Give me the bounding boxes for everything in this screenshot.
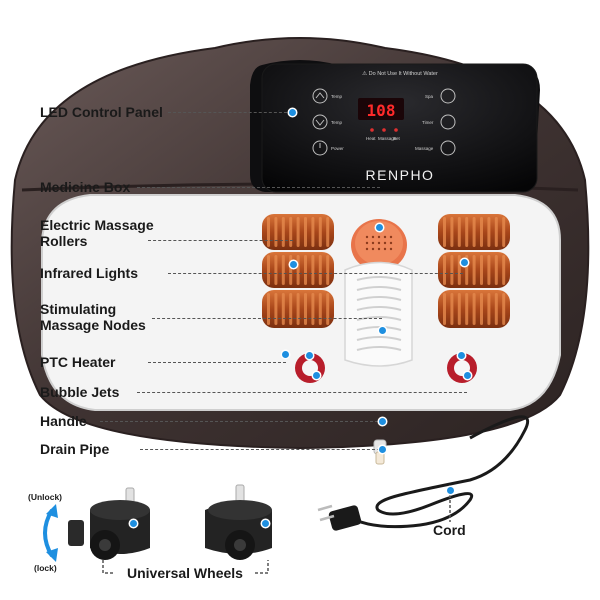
spa-button-label: Spa: [425, 94, 434, 99]
indicator-massage: Massage: [378, 136, 397, 141]
leader-led-panel: [168, 112, 292, 113]
label-ptc-heater: PTC Heater: [40, 354, 116, 370]
dot-ptc-left: [306, 352, 313, 359]
power-button-label: Power: [331, 146, 344, 151]
massage-roller: [262, 290, 334, 328]
power-cord: [354, 415, 530, 529]
dot-ptc: [282, 351, 289, 358]
dot-infrared: [461, 259, 468, 266]
timer-button-label: Timer: [422, 120, 434, 125]
label-electric-massage-rollers: Electric Massage Rollers: [40, 217, 154, 249]
label-cord: Cord: [433, 522, 466, 538]
leader-nodes: [152, 318, 382, 319]
indicator-heat: Heat: [366, 136, 376, 141]
medicine-box-holes: [365, 235, 393, 251]
dot-wheel-right: [262, 520, 269, 527]
leader-drain: [140, 449, 380, 450]
indicator-set: Set: [393, 136, 401, 141]
dot-bubble-right: [464, 372, 471, 379]
label-lock: (lock): [34, 563, 57, 573]
brand-logo: RENPHO: [366, 167, 435, 183]
universal-wheel-right: [205, 484, 272, 560]
leader-bubble: [137, 392, 467, 393]
massage-nodes: [344, 261, 413, 367]
leader-rollers: [148, 240, 293, 241]
wheels-bracket: [102, 560, 269, 574]
dot-cord: [447, 487, 454, 494]
dot-nodes: [379, 327, 386, 334]
label-medicine-box: Medicine Box: [40, 179, 131, 195]
dot-wheel-left: [130, 520, 137, 527]
leader-medicine-box: [137, 187, 380, 188]
leader-infrared: [168, 273, 463, 274]
leader-ptc: [148, 362, 286, 363]
massage-roller: [438, 252, 510, 288]
label-stimulating-massage-nodes: Stimulating Massage Nodes: [40, 301, 146, 333]
plug: [317, 504, 362, 531]
dot-led-panel: [289, 109, 296, 116]
massage-roller: [438, 214, 510, 250]
dot-ptc-right: [458, 352, 465, 359]
massage-node-ridges: [356, 276, 402, 351]
label-drain-pipe: Drain Pipe: [40, 441, 110, 457]
dot-roller-left: [290, 261, 297, 268]
massage-roller: [262, 214, 334, 250]
massage-roller: [262, 252, 334, 288]
label-universal-wheels: Universal Wheels: [127, 565, 243, 581]
dot-handle: [379, 418, 386, 425]
led-control-panel: [250, 60, 540, 193]
dot-bubble-left: [313, 372, 320, 379]
dot-drain: [379, 446, 386, 453]
label-handle: Handle: [40, 413, 87, 429]
temp-down-button-label: Temp: [331, 120, 343, 125]
label-infrared-lights: Infrared Lights: [40, 265, 139, 281]
leader-handle: [100, 421, 383, 422]
led-display-value: 108: [367, 101, 396, 120]
lock-rotation-arrow: [43, 508, 54, 558]
massage-roller: [438, 290, 510, 328]
label-bubble-jets: Bubble Jets: [40, 384, 120, 400]
universal-wheel-left: [68, 487, 150, 560]
warning-text: ⚠ Do Not Use It Without Water: [362, 70, 438, 77]
temp-up-button-label: Temp: [331, 94, 343, 99]
massage-rollers: [262, 214, 510, 328]
label-led-control-panel: LED Control Panel: [40, 104, 163, 120]
dot-medicine-box: [376, 224, 383, 231]
massage-button-label: Massage: [415, 146, 434, 151]
label-unlock: (Unlock): [28, 492, 62, 502]
